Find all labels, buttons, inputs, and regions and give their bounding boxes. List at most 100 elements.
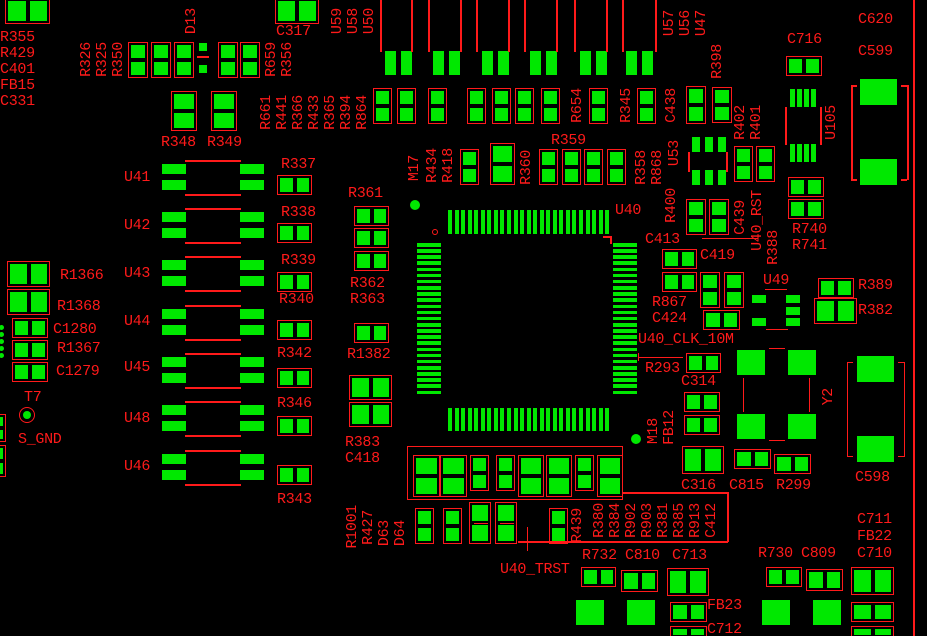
pad[interactable] [400, 108, 413, 121]
pad[interactable] [613, 322, 637, 327]
pad[interactable] [296, 419, 309, 433]
pad[interactable] [493, 166, 512, 182]
pad[interactable] [243, 45, 257, 58]
pad[interactable] [418, 528, 431, 541]
pad[interactable] [214, 113, 234, 128]
pad[interactable] [240, 421, 264, 431]
pad[interactable] [296, 226, 309, 240]
footprint[interactable] [7, 289, 50, 315]
pad[interactable] [240, 470, 264, 480]
pad[interactable] [162, 357, 186, 367]
pad[interactable] [417, 273, 441, 278]
pad[interactable] [546, 51, 557, 75]
footprint[interactable] [684, 392, 720, 412]
pad[interactable] [613, 359, 637, 364]
footprint[interactable] [518, 455, 544, 497]
pad[interactable] [373, 209, 386, 223]
pad[interactable] [838, 281, 851, 295]
pad[interactable] [788, 414, 816, 439]
pad[interactable] [493, 210, 498, 234]
footprint[interactable] [12, 318, 48, 338]
pad[interactable] [690, 605, 704, 619]
pad[interactable] [417, 390, 441, 395]
pad[interactable] [600, 570, 613, 584]
pad[interactable] [613, 390, 637, 395]
pad[interactable] [461, 210, 466, 234]
pad[interactable] [689, 219, 703, 232]
footprint[interactable] [490, 143, 515, 185]
footprint[interactable] [818, 278, 854, 298]
pad[interactable] [533, 408, 538, 431]
pad[interactable] [470, 108, 483, 121]
pad[interactable] [754, 452, 768, 466]
pad[interactable] [240, 260, 264, 270]
pad[interactable] [526, 210, 531, 234]
pad[interactable] [559, 408, 564, 431]
pad[interactable] [786, 570, 799, 584]
pad[interactable] [417, 261, 441, 266]
footprint[interactable] [5, 0, 50, 24]
footprint[interactable] [788, 199, 824, 219]
pad[interactable] [640, 91, 653, 104]
pad[interactable] [280, 419, 293, 433]
pad[interactable] [565, 152, 578, 165]
pad[interactable] [10, 292, 27, 312]
footprint[interactable] [443, 508, 462, 544]
pad[interactable] [613, 243, 637, 247]
pad[interactable] [542, 152, 555, 165]
pad[interactable] [417, 286, 441, 290]
pad[interactable] [572, 408, 577, 431]
footprint[interactable] [515, 88, 534, 124]
footprint[interactable] [786, 56, 822, 76]
pad[interactable] [552, 528, 565, 541]
pad[interactable] [665, 275, 678, 289]
pad[interactable] [416, 458, 437, 474]
pad[interactable] [854, 629, 871, 635]
pad[interactable] [0, 448, 3, 459]
footprint[interactable] [354, 206, 389, 226]
pad[interactable] [837, 301, 854, 321]
pad[interactable] [357, 254, 370, 268]
pad[interactable] [598, 210, 603, 234]
footprint[interactable] [174, 42, 194, 78]
footprint[interactable] [667, 568, 709, 596]
pad[interactable] [790, 89, 795, 107]
pad[interactable] [704, 418, 717, 432]
pad[interactable] [473, 458, 486, 471]
pad[interactable] [162, 164, 186, 174]
pad[interactable] [687, 418, 700, 432]
pad[interactable] [613, 353, 637, 358]
pad[interactable] [642, 51, 653, 75]
pad[interactable] [786, 318, 800, 326]
pad[interactable] [874, 629, 891, 635]
pad[interactable] [433, 51, 444, 75]
footprint[interactable] [546, 455, 572, 497]
pad[interactable] [0, 417, 3, 426]
pad[interactable] [613, 261, 637, 266]
pad[interactable] [596, 51, 607, 75]
pad[interactable] [627, 600, 655, 625]
pad[interactable] [826, 572, 840, 588]
pad[interactable] [177, 45, 191, 58]
pad[interactable] [499, 475, 512, 488]
pad[interactable] [296, 468, 309, 482]
pad[interactable] [737, 350, 765, 375]
footprint[interactable] [12, 362, 48, 382]
pad[interactable] [461, 408, 466, 431]
footprint[interactable] [682, 446, 724, 474]
pad[interactable] [376, 108, 389, 121]
footprint[interactable] [373, 88, 392, 124]
pad[interactable] [624, 573, 638, 589]
pad[interactable] [689, 356, 702, 370]
pad[interactable] [762, 600, 790, 625]
pad[interactable] [15, 343, 28, 357]
pad[interactable] [240, 276, 264, 286]
pad[interactable] [715, 107, 729, 120]
pad[interactable] [542, 169, 555, 182]
footprint[interactable] [756, 146, 775, 182]
pad[interactable] [15, 321, 28, 335]
pad[interactable] [613, 335, 637, 339]
pad[interactable] [705, 137, 713, 152]
footprint[interactable] [703, 310, 740, 330]
pad[interactable] [30, 292, 47, 312]
